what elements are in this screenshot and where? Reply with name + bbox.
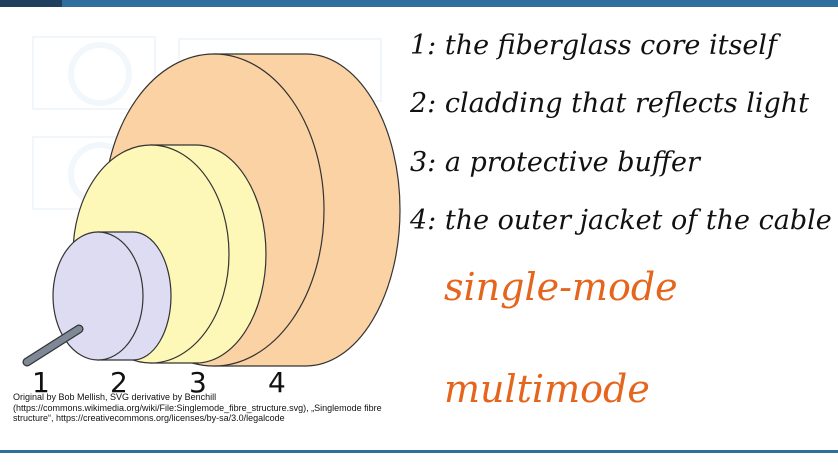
cladding-layer xyxy=(52,231,172,361)
layer-description-2: 2: cladding that reflects light xyxy=(410,88,810,119)
single-mode-label: single-mode xyxy=(444,265,678,309)
multimode-label: multimode xyxy=(444,367,650,411)
header-bar xyxy=(0,0,838,7)
header-accent xyxy=(0,0,62,7)
layer-description-1: 1: the fiberglass core itself xyxy=(410,30,777,61)
layer-number-2: 2 xyxy=(110,366,128,399)
layer-description-3: 3: a protective buffer xyxy=(410,147,700,178)
layer-description-4: 4: the outer jacket of the cable xyxy=(410,205,832,236)
core-fiber-fill xyxy=(23,325,83,366)
layer-number-3: 3 xyxy=(189,366,207,399)
footer-bar xyxy=(0,450,838,453)
background-ghost-frame xyxy=(32,36,156,110)
layer-number-4: 4 xyxy=(268,366,286,399)
core-layer xyxy=(22,324,84,367)
image-credit: Original by Bob Mellish, SVG derivative … xyxy=(13,392,382,423)
background-ghost-circle xyxy=(68,42,132,106)
layer-number-1: 1 xyxy=(32,366,50,399)
